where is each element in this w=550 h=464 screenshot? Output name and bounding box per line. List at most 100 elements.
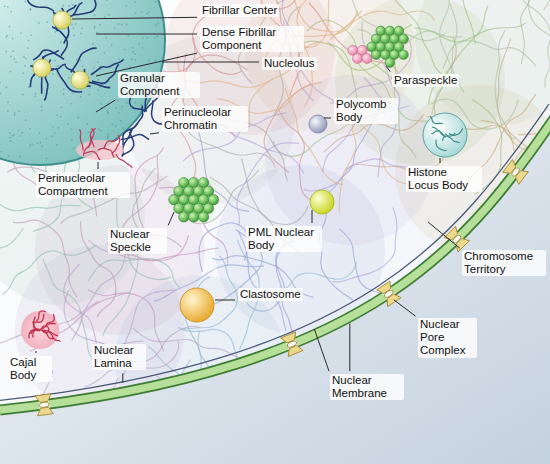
granule-dot: [101, 103, 103, 105]
granule-dot: [15, 61, 17, 63]
granule-dot: [120, 120, 122, 122]
granule-dot: [71, 103, 73, 105]
granule-dot: [52, 73, 54, 75]
part-label: Nuclear Speckle: [108, 228, 167, 254]
granule-dot: [72, 4, 74, 6]
part-label: Clastosome: [238, 288, 303, 301]
part-label: Granular Component: [118, 72, 200, 98]
granule-dot: [61, 107, 63, 109]
granule-dot: [146, 13, 148, 15]
histone-swirl: [431, 131, 445, 137]
granule-dot: [118, 112, 120, 114]
dense-fibrillar-strand: [27, 0, 54, 11]
cajal-strand: [42, 330, 59, 336]
pore-complex-icon: [503, 160, 529, 185]
granule-dot: [99, 24, 101, 26]
granule-dot: [23, 56, 25, 58]
granule-dot: [13, 58, 15, 60]
granule-dot: [29, 128, 31, 130]
leader-line: [96, 34, 197, 35]
granule-dot: [80, 33, 82, 35]
chromatin-fibre: [249, 42, 319, 125]
granule-dot: [7, 110, 9, 112]
granule-dot: [111, 44, 113, 46]
granule-dot: [126, 5, 128, 7]
granule-dot: [106, 0, 108, 1]
granule-dot: [34, 95, 36, 97]
granule-dot: [10, 137, 12, 139]
histone-swirl: [436, 140, 447, 151]
granule-dot: [115, 125, 117, 127]
compartment-mesh: [79, 130, 83, 151]
granule-dot: [107, 136, 109, 138]
granule-dot: [107, 112, 109, 114]
cajal-mesh: [29, 311, 61, 342]
granule-dot: [1, 151, 3, 153]
granule-dot: [0, 93, 1, 95]
cajal-strand: [48, 331, 60, 342]
granule-dot: [63, 88, 65, 90]
granule-dot: [141, 11, 143, 13]
granule-dot: [7, 6, 9, 8]
granule-dot: [96, 32, 98, 34]
granule-dot: [93, 67, 95, 69]
granule-dot: [94, 14, 96, 16]
granule-dot: [20, 32, 22, 34]
granule-dot: [154, 37, 156, 39]
compartment-mesh: [116, 154, 133, 168]
granule-dot: [94, 27, 96, 29]
dense-fibrillar-strand: [71, 48, 97, 72]
granule-dot: [138, 43, 140, 45]
leader-line: [150, 133, 159, 134]
pore-basket: [37, 407, 54, 416]
leader-line: [215, 300, 235, 301]
chromatin-fibre: [528, 0, 550, 10]
granule-dot: [117, 100, 119, 102]
granule-dot: [88, 131, 90, 133]
granule-dot: [157, 22, 159, 24]
granule-dot: [68, 5, 70, 7]
paraspeckle-granule: [362, 54, 372, 64]
granule-dot: [105, 37, 107, 39]
granule-dot: [56, 144, 58, 146]
granule-dot: [78, 117, 80, 119]
leader-line: [122, 373, 123, 383]
leader-line: [168, 212, 174, 225]
histone-sphere: [423, 113, 467, 157]
granule-dot: [39, 132, 41, 134]
leader-line: [349, 324, 350, 371]
part-label: Nucleolus: [262, 57, 317, 70]
chromatin-fibre: [133, 328, 241, 359]
granule-dot: [108, 14, 110, 16]
pore-ring: [383, 289, 394, 299]
paraspeckle-granule: [371, 50, 381, 60]
part-label: Perinucleolar Compartment: [36, 172, 130, 198]
pml-sphere: [310, 190, 334, 214]
chromatin-fibre: [201, 128, 304, 174]
territory-tint: [415, 0, 550, 125]
territory-tint: [245, 0, 415, 135]
chromatin-fibre: [297, 0, 313, 107]
chromatin-fibre: [516, 0, 550, 87]
granule-dot: [10, 11, 12, 13]
granule-dot: [118, 23, 120, 25]
histone-swirls: [430, 116, 463, 151]
granule-dot: [42, 146, 44, 148]
perinucleolar-chromatin-strand: [123, 122, 138, 145]
perinucleolar-texture: [76, 87, 163, 168]
granule-dot: [9, 26, 11, 28]
granule-dot: [100, 130, 102, 132]
cajal-strand: [29, 330, 40, 338]
granule-dot: [60, 41, 62, 43]
granule-dot: [45, 138, 47, 140]
leader-line: [440, 158, 441, 163]
granule-dot: [75, 23, 77, 25]
granule-dot: [142, 47, 144, 49]
granule-dot: [107, 137, 109, 139]
part-label: Dense Fibrillar Component: [200, 26, 304, 52]
perinucleolar-chromatin-strand: [152, 100, 163, 124]
chromatin-fibre: [0, 228, 23, 286]
granule-dot: [54, 60, 56, 62]
granule-dot: [37, 142, 39, 144]
granule-dot: [51, 136, 53, 138]
